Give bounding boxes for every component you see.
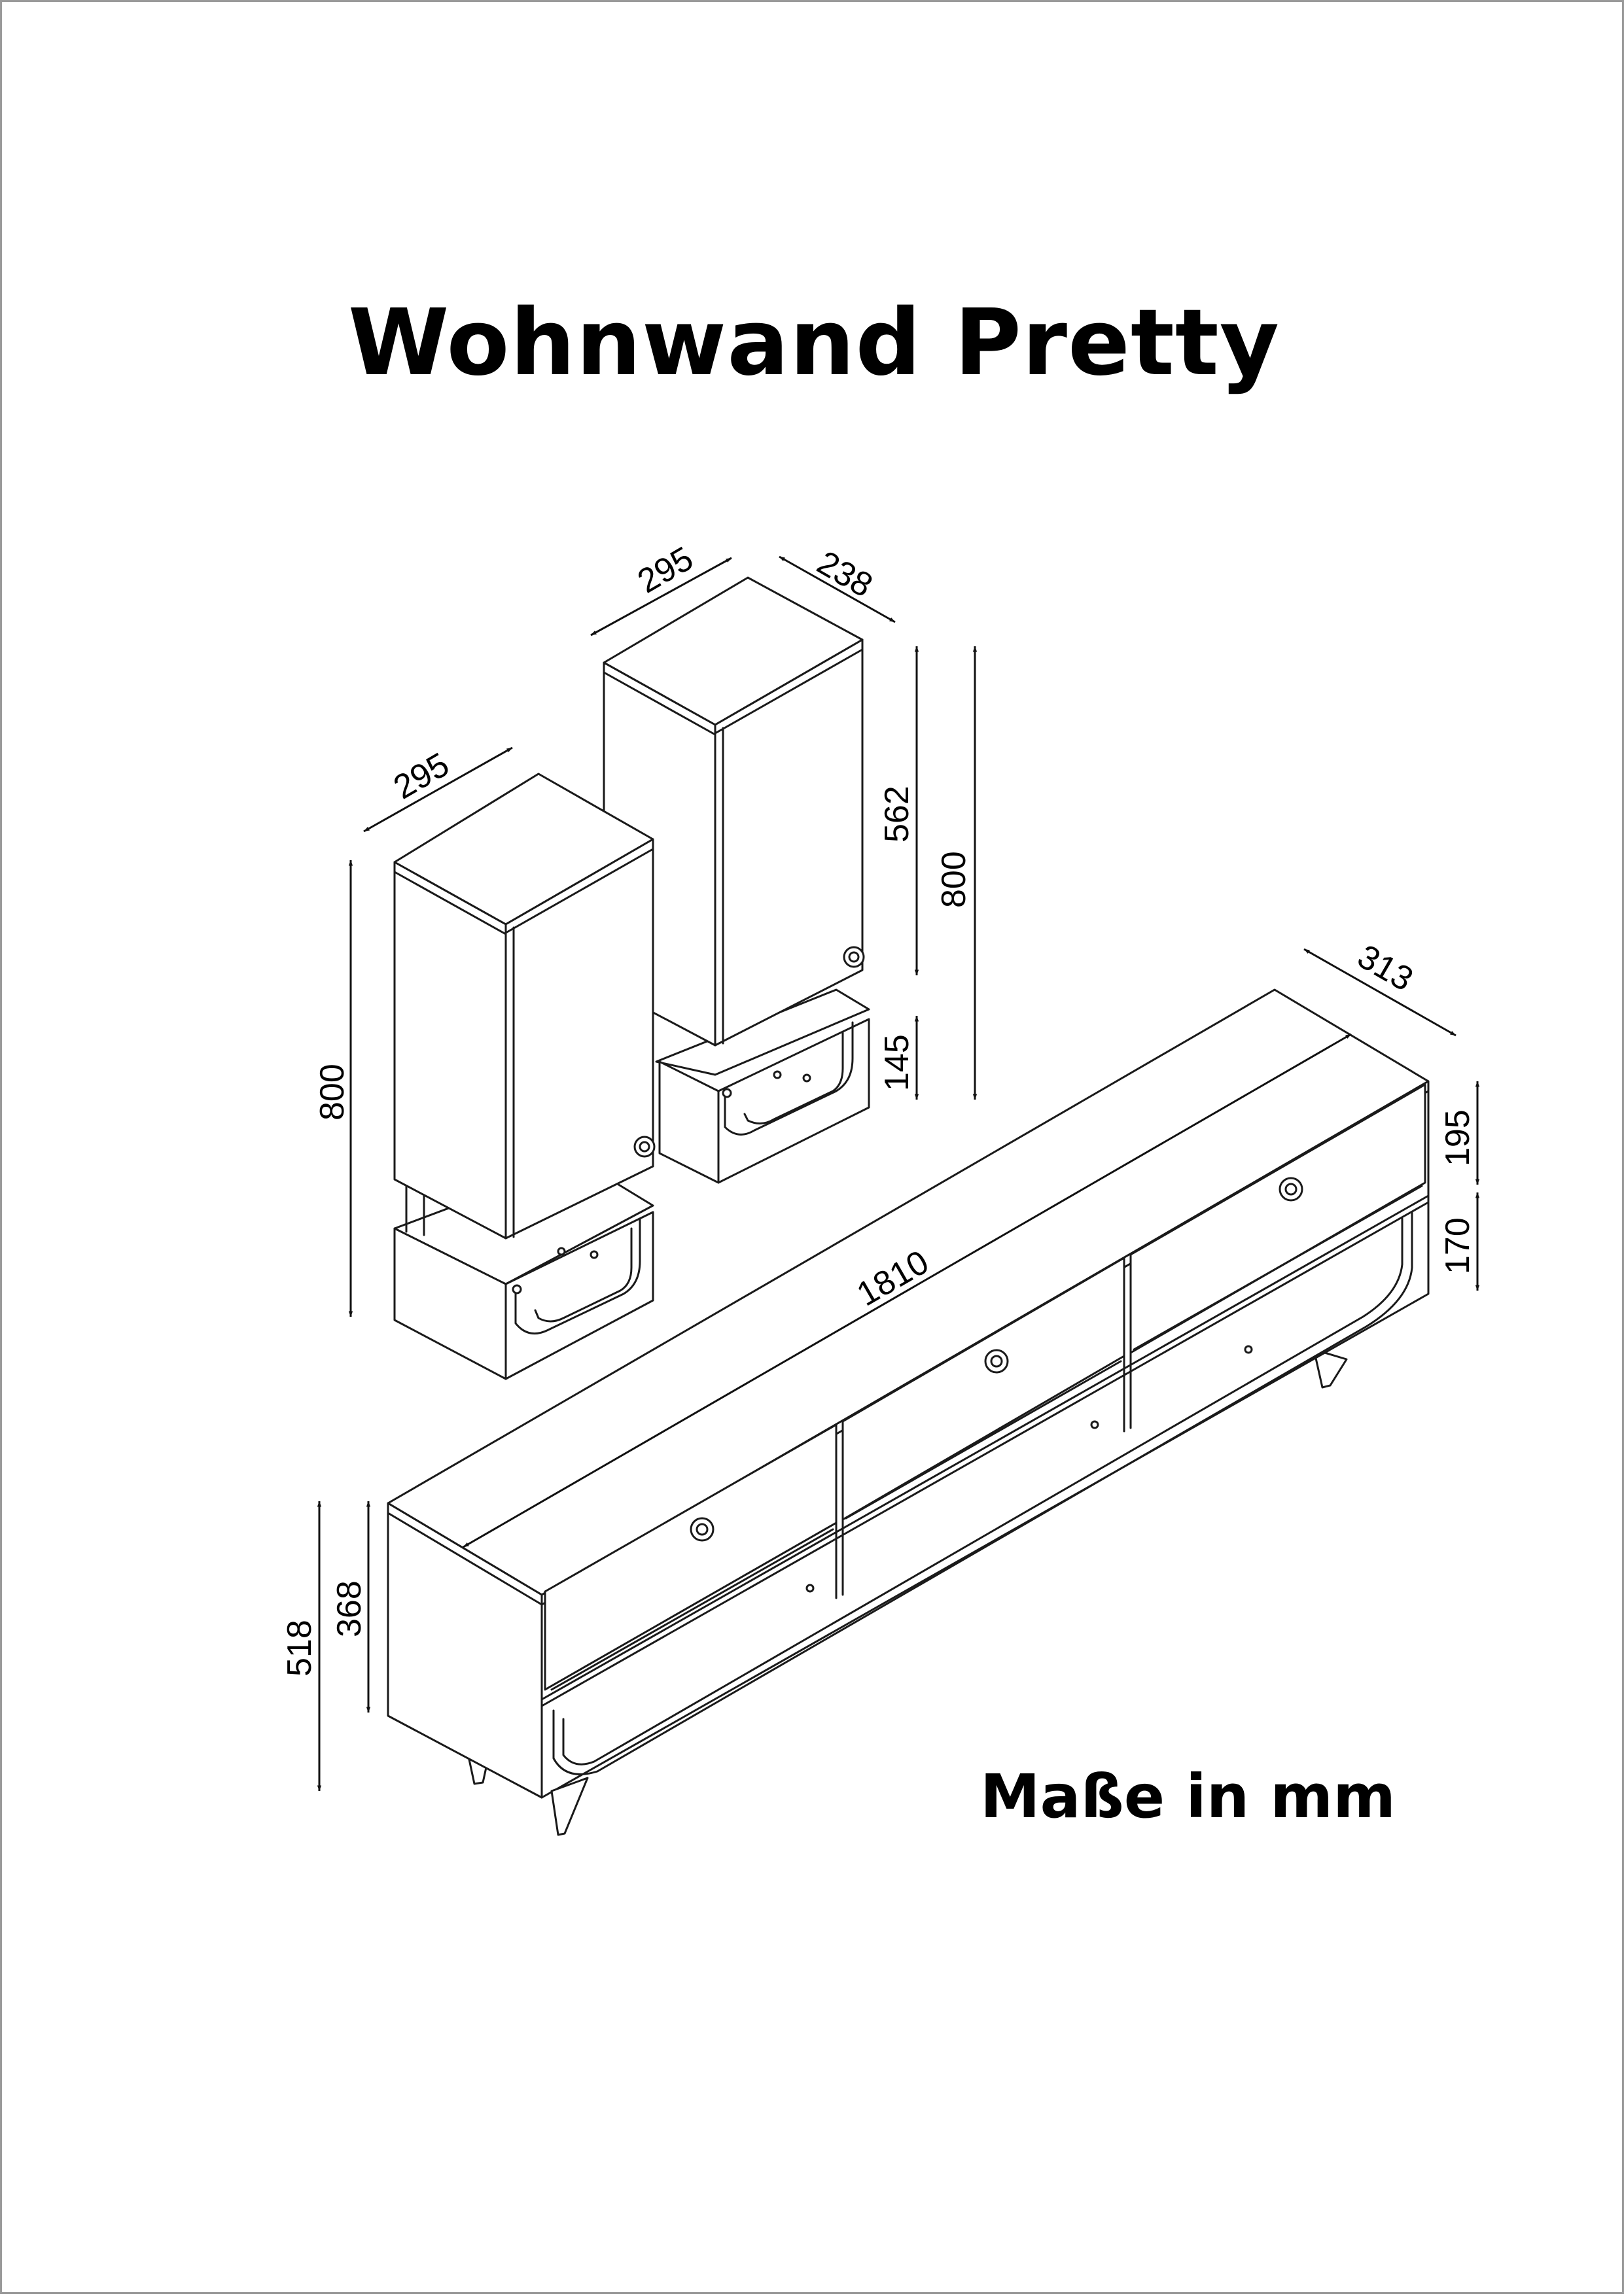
dim-left-cabinet-total-height: 800 — [313, 1064, 351, 1121]
dim-tv-unit-total-height: 518 — [281, 1620, 319, 1677]
page-title: Wohnwand Pretty — [347, 290, 1280, 396]
dim-upper-cabinet-width: 295 — [631, 540, 699, 601]
dim-tv-unit-depth: 313 — [1351, 937, 1419, 999]
left-wall-cabinet — [393, 773, 656, 1380]
dim-upper-cabinet-body-height: 562 — [878, 786, 916, 843]
dim-tv-unit-body-height: 368 — [330, 1580, 368, 1637]
units-note: Maße in mm — [980, 1762, 1396, 1832]
dim-left-cabinet-width: 295 — [387, 746, 455, 807]
dim-upper-cabinet-total-height: 800 — [935, 851, 973, 908]
left-cabinet-body — [393, 773, 656, 1240]
dim-upper-cabinet-depth: 238 — [811, 544, 879, 605]
dim-tv-unit-drawer-height: 195 — [1439, 1109, 1477, 1166]
dim-tv-unit-shelf-height: 170 — [1439, 1217, 1477, 1274]
dim-upper-cabinet-shelf-height: 145 — [878, 1034, 916, 1091]
